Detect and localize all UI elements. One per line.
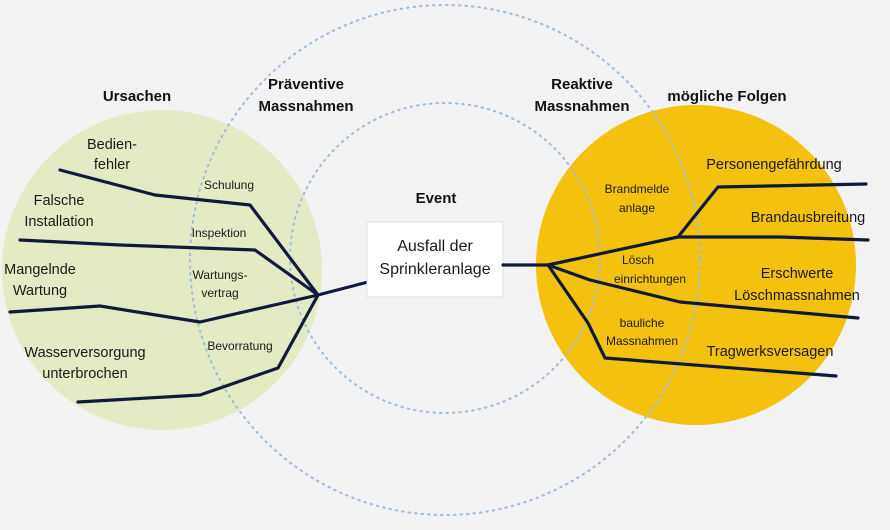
cause-label-maintenance-2: Wartung [13,283,67,299]
header-causes: Ursachen [103,88,171,105]
header-preventive-line1: Präventive [268,76,344,93]
causes-circle [2,110,322,430]
preventive-measures-zone [189,4,701,516]
reactive-label-extinguishing-2: einrichtungen [614,272,686,286]
cause-branch-water-supply [76,293,320,404]
event-label-line1: Ausfall der [397,238,473,255]
preventive-label-inspection: Inspektion [192,226,247,240]
preventive-label-training: Schulung [204,178,254,192]
cause-branch-operator-error [58,168,320,297]
reactive-label-fire-alarm-1: Brandmelde [605,182,670,196]
event-box [366,221,504,298]
cause-label-operator-error-2: fehler [94,157,130,173]
preventive-label-stockpiling: Bevorratung [207,339,272,353]
consequences-circle [536,105,856,425]
event-label-line2: Sprinkleranlage [379,261,490,278]
consequence-branch-persons [546,182,868,267]
header-reactive-line1: Reaktive [551,76,613,93]
header-preventive-line2: Massnahmen [258,98,353,115]
cause-label-installation-2: Installation [24,214,93,230]
consequence-label-extinguishing-1: Erschwerte [761,266,834,282]
reactive-label-structural-1: bauliche [620,316,665,330]
cause-branch-wrong-installation [18,238,320,297]
consequence-branch-fire-spread [676,235,870,242]
preventive-label-contract-2: vertrag [201,286,238,300]
header-consequences: mögliche Folgen [667,88,786,105]
consequence-branch-extinguishing [546,263,860,320]
consequence-label-structure: Tragwerksversagen [707,344,834,360]
reactive-label-structural-2: Massnahmen [606,334,678,348]
cause-label-water-supply-1: Wasserversorgung [24,345,145,361]
cause-label-water-supply-2: unterbrochen [42,366,127,382]
cause-label-maintenance-1: Mangelnde [4,262,76,278]
cause-label-operator-error-1: Bedien- [87,137,137,153]
preventive-label-contract-1: Wartungs- [193,268,248,282]
connector-causes-to-event [316,280,370,297]
consequence-label-persons: Personengefährdung [706,157,841,173]
reactive-label-extinguishing-1: Lösch [622,253,654,267]
header-reactive-line2: Massnahmen [534,98,629,115]
cause-branch-maintenance [8,293,320,324]
cause-label-installation-1: Falsche [34,193,85,209]
consequence-label-extinguishing-2: Löschmassnahmen [734,288,860,304]
consequence-label-fire-spread: Brandausbreitung [751,210,865,226]
consequence-branch-structure [546,263,838,378]
reactive-label-fire-alarm-2: anlage [619,201,655,215]
header-event: Event [416,190,457,207]
